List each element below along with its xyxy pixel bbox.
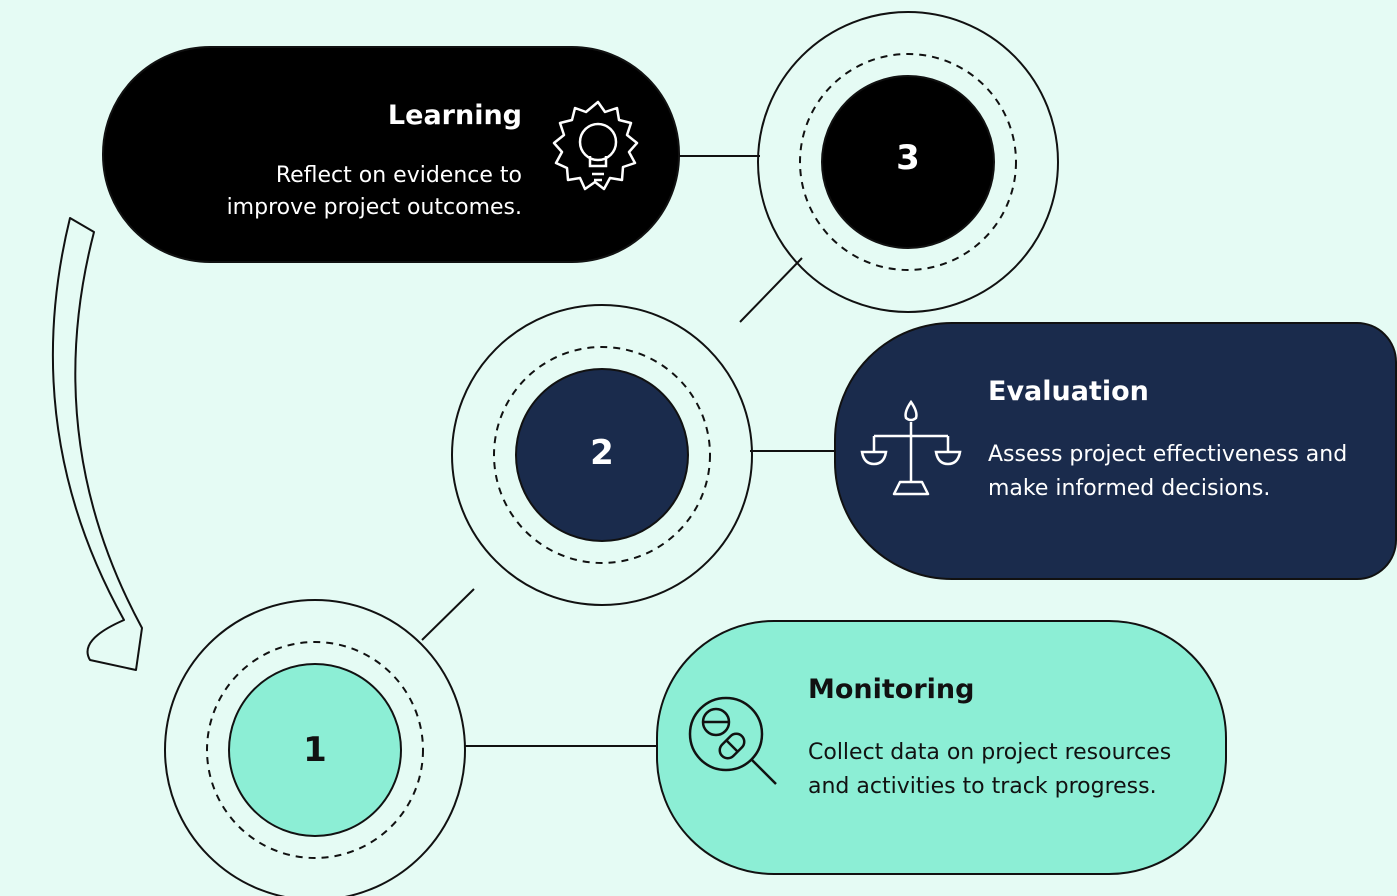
monitoring-title: Monitoring	[808, 674, 975, 705]
learning-title: Learning	[387, 100, 522, 131]
node-1-core	[228, 663, 402, 837]
connector-1-2	[421, 588, 475, 641]
evaluation-title: Evaluation	[988, 376, 1149, 407]
node-2-core	[515, 368, 689, 542]
learning-description: Reflect on evidence to improve project o…	[226, 163, 522, 220]
monitoring-card: Monitoring Collect data on project resou…	[656, 620, 1227, 875]
evaluation-card: Evaluation Assess project effectiveness …	[834, 322, 1397, 580]
step-number-1: 1	[303, 730, 327, 770]
monitoring-description: Collect data on project resources and ac…	[808, 740, 1172, 799]
node-1-dashed-ring	[206, 641, 424, 859]
learning-card: Learning Reflect on evidence to improve …	[102, 46, 680, 263]
connector-2-3	[739, 257, 803, 323]
step-number-3: 3	[896, 138, 920, 178]
node-3-core	[821, 75, 995, 249]
step-number-2: 2	[590, 433, 614, 473]
magnifier-pills-icon	[688, 696, 777, 785]
evaluation-description: Assess project effectiveness and make in…	[988, 442, 1348, 501]
node-2-dashed-ring	[493, 346, 711, 564]
balance-scale-icon	[860, 399, 962, 496]
lightbulb-gear-icon	[552, 100, 639, 191]
cycle-arrow	[51, 217, 143, 671]
node-3-dashed-ring	[799, 53, 1017, 271]
